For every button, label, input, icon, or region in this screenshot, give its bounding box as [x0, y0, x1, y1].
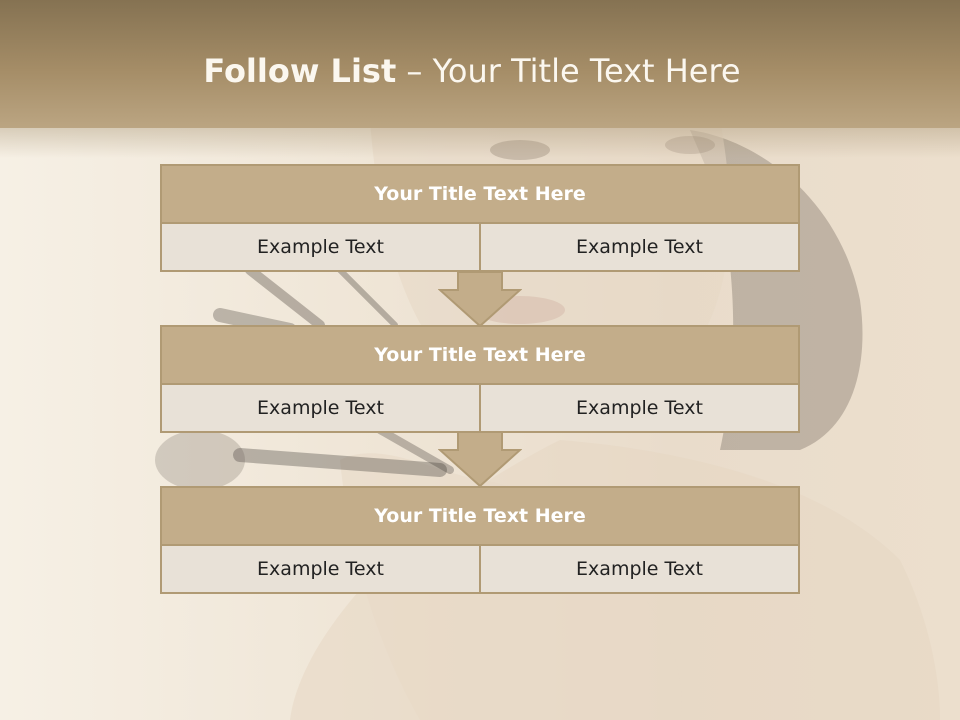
title-regular-part: – Your Title Text Here	[396, 52, 741, 90]
step-cell-right: Example Text	[479, 224, 798, 270]
down-arrow-icon	[438, 432, 522, 488]
title-bold-part: Follow List	[203, 52, 397, 90]
step-title: Your Title Text Here	[162, 166, 798, 224]
step-title: Your Title Text Here	[162, 488, 798, 546]
step-row: Example Text Example Text	[162, 224, 798, 270]
step-row: Example Text Example Text	[162, 546, 798, 592]
step-cell-left: Example Text	[162, 224, 479, 270]
step-cell-right: Example Text	[479, 385, 798, 431]
step-cell-left: Example Text	[162, 546, 479, 592]
step-box-2: Your Title Text Here Example Text Exampl…	[160, 325, 800, 433]
header-shadow	[0, 128, 960, 158]
slide-title: Follow List – Your Title Text Here	[0, 52, 944, 90]
step-box-1: Your Title Text Here Example Text Exampl…	[160, 164, 800, 272]
step-box-3: Your Title Text Here Example Text Exampl…	[160, 486, 800, 594]
step-title: Your Title Text Here	[162, 327, 798, 385]
step-cell-left: Example Text	[162, 385, 479, 431]
step-cell-right: Example Text	[479, 546, 798, 592]
step-row: Example Text Example Text	[162, 385, 798, 431]
header-band	[0, 0, 960, 128]
down-arrow-icon	[438, 272, 522, 328]
